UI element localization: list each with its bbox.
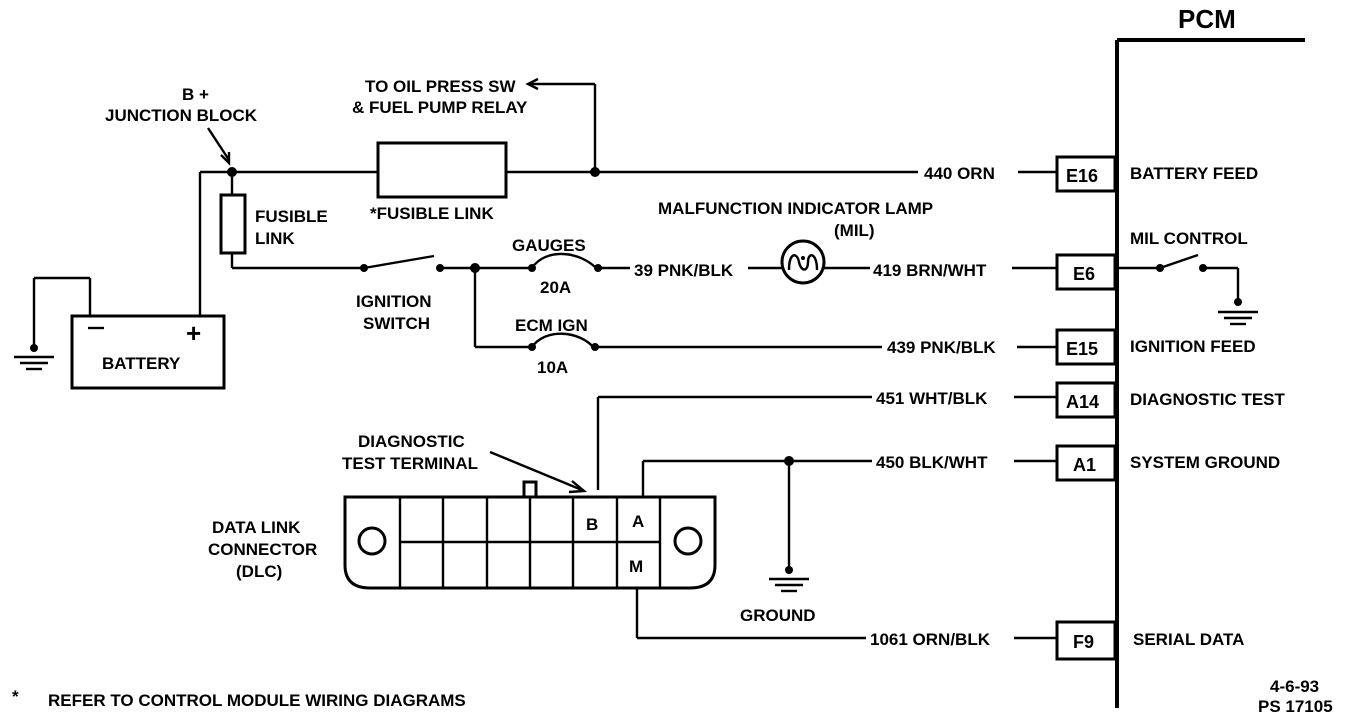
- junction-label-1: B +: [182, 85, 209, 104]
- wire-label-440-text: 440 ORN: [924, 164, 995, 183]
- dlc-label-2: CONNECTOR: [208, 540, 317, 559]
- junction-label-2: JUNCTION BLOCK: [105, 106, 258, 125]
- pcm-block: PCM: [1115, 4, 1305, 708]
- gauges-fuse-name: GAUGES: [512, 236, 586, 255]
- mil-control-switch: [1115, 253, 1242, 306]
- dlc-label-1: DATA LINK: [212, 518, 301, 537]
- ignition-switch: [232, 254, 480, 273]
- ignition-label-2: SWITCH: [363, 314, 430, 333]
- mil-label-1: MALFUNCTION INDICATOR LAMP: [658, 199, 933, 218]
- dlc-cavity-a: A: [632, 512, 644, 531]
- pin-id-a14: A14: [1066, 392, 1099, 412]
- pin-function-a14: DIAGNOSTIC TEST: [1130, 390, 1286, 409]
- pin-function-a1: SYSTEM GROUND: [1130, 453, 1280, 472]
- ps-number-label: PS 17105: [1258, 697, 1333, 716]
- serial-data-wire: [635, 582, 1057, 640]
- dlc-cavity-m: M: [629, 557, 643, 576]
- pcm-pin-a14: A14 DIAGNOSTIC TEST: [1055, 381, 1286, 419]
- pcm-pin-e6: E6 MIL CONTROL: [1055, 229, 1248, 291]
- diag-terminal-label-2: TEST TERMINAL: [342, 454, 478, 473]
- pin-function-e16: BATTERY FEED: [1130, 164, 1258, 183]
- gauges-fuse: [475, 252, 630, 272]
- dlc-label-3: (DLC): [236, 562, 282, 581]
- pin-function-f9: SERIAL DATA: [1133, 630, 1244, 649]
- dlc-ground-symbol: [769, 577, 809, 593]
- pin-id-a1: A1: [1073, 455, 1096, 475]
- pcm-pin-e15: E15 IGNITION FEED: [1055, 328, 1256, 366]
- wire-label-451: 451 WHT/BLK: [876, 389, 988, 408]
- ecm-fuse-rating: 10A: [537, 358, 568, 377]
- wire-label-39: 39 PNK/BLK: [634, 261, 734, 280]
- wire-label-1061: 1061 ORN/BLK: [870, 630, 991, 649]
- pcm-pin-f9: F9 SERIAL DATA: [1055, 620, 1244, 661]
- diagnostic-test-wire: [596, 395, 1057, 490]
- battery-label: BATTERY: [102, 354, 181, 373]
- wire-label-450: 450 BLK/WHT: [876, 453, 988, 472]
- dlc-connector: B A M: [343, 480, 717, 590]
- dlc-cavity-b: B: [586, 515, 598, 534]
- pin-function-e6: MIL CONTROL: [1130, 229, 1248, 248]
- pin-id-e16: E16: [1066, 166, 1098, 186]
- mil-ground-symbol: [1218, 310, 1258, 326]
- footnote-star: *: [12, 687, 19, 706]
- ignition-label-1: IGNITION: [356, 292, 432, 311]
- pin-id-e15: E15: [1066, 339, 1098, 359]
- battery-ground-symbol: [14, 355, 54, 371]
- fusible-link-inline: [376, 141, 508, 199]
- date-label: 4-6-93: [1270, 677, 1319, 696]
- to-oil-label-1: TO OIL PRESS SW: [365, 77, 516, 96]
- fusible-link-vertical: [219, 193, 247, 255]
- pin-id-e6: E6: [1073, 264, 1095, 284]
- oil-branch-wire: [525, 77, 597, 172]
- pin-function-e15: IGNITION FEED: [1130, 337, 1256, 356]
- gauges-fuse-rating: 20A: [540, 278, 571, 297]
- fusible-link-star-label: *FUSIBLE LINK: [370, 204, 494, 223]
- ecm-fuse: [473, 268, 882, 351]
- battery: + BATTERY: [70, 314, 226, 390]
- fusible-link-label-1: FUSIBLE: [255, 207, 328, 226]
- ground-label: GROUND: [740, 606, 816, 625]
- footnote-text: REFER TO CONTROL MODULE WIRING DIAGRAMS: [48, 691, 466, 710]
- to-oil-label-2: & FUEL PUMP RELAY: [352, 98, 528, 117]
- diag-terminal-label-1: DIAGNOSTIC: [358, 432, 465, 451]
- fusible-link-label-2: LINK: [255, 229, 295, 248]
- junction-pointer: [206, 127, 231, 166]
- pin-id-f9: F9: [1073, 632, 1094, 652]
- diag-terminal-pointer: [489, 450, 588, 494]
- ecm-fuse-name: ECM IGN: [515, 316, 588, 335]
- battery-plus: +: [186, 318, 201, 348]
- mil-lamp: [780, 239, 826, 285]
- wire-label-419: 419 BRN/WHT: [873, 261, 987, 280]
- wire-label-439: 439 PNK/BLK: [887, 338, 996, 357]
- pcm-pin-a1: A1 SYSTEM GROUND: [1055, 444, 1280, 482]
- pcm-pin-e16: E16 BATTERY FEED: [1055, 155, 1258, 193]
- pcm-title: PCM: [1178, 4, 1236, 34]
- system-ground-wire: [641, 456, 1057, 574]
- mil-label-2: (MIL): [834, 221, 875, 240]
- battery-ground-wire: [30, 276, 92, 352]
